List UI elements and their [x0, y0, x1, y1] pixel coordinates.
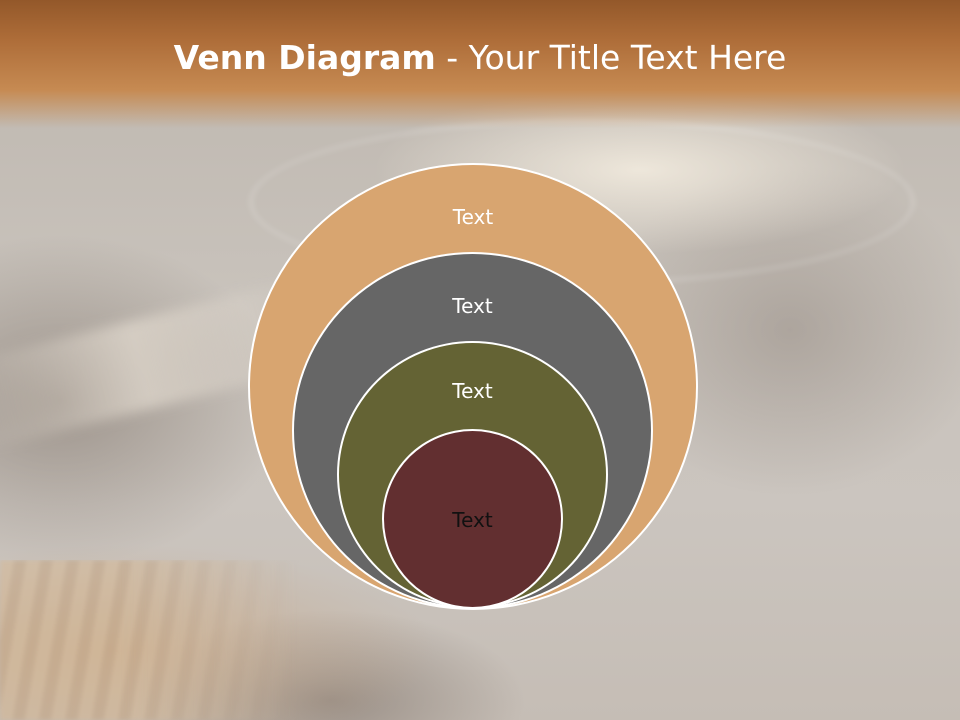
background-wood-surface [0, 560, 300, 720]
slide-title-bold: Venn Diagram [173, 38, 436, 77]
title-banner: Venn Diagram - Your Title Text Here [0, 0, 960, 128]
venn-circle-third-label[interactable]: Text [452, 379, 493, 403]
venn-circle-inner-label[interactable]: Text [452, 508, 493, 532]
venn-circle-inner[interactable]: Text [382, 429, 563, 609]
venn-circle-second-label[interactable]: Text [452, 294, 493, 318]
slide-title[interactable]: Venn Diagram - Your Title Text Here [0, 38, 960, 77]
venn-circle-outer-label[interactable]: Text [452, 205, 494, 229]
slide-title-rest: - Your Title Text Here [435, 38, 787, 77]
